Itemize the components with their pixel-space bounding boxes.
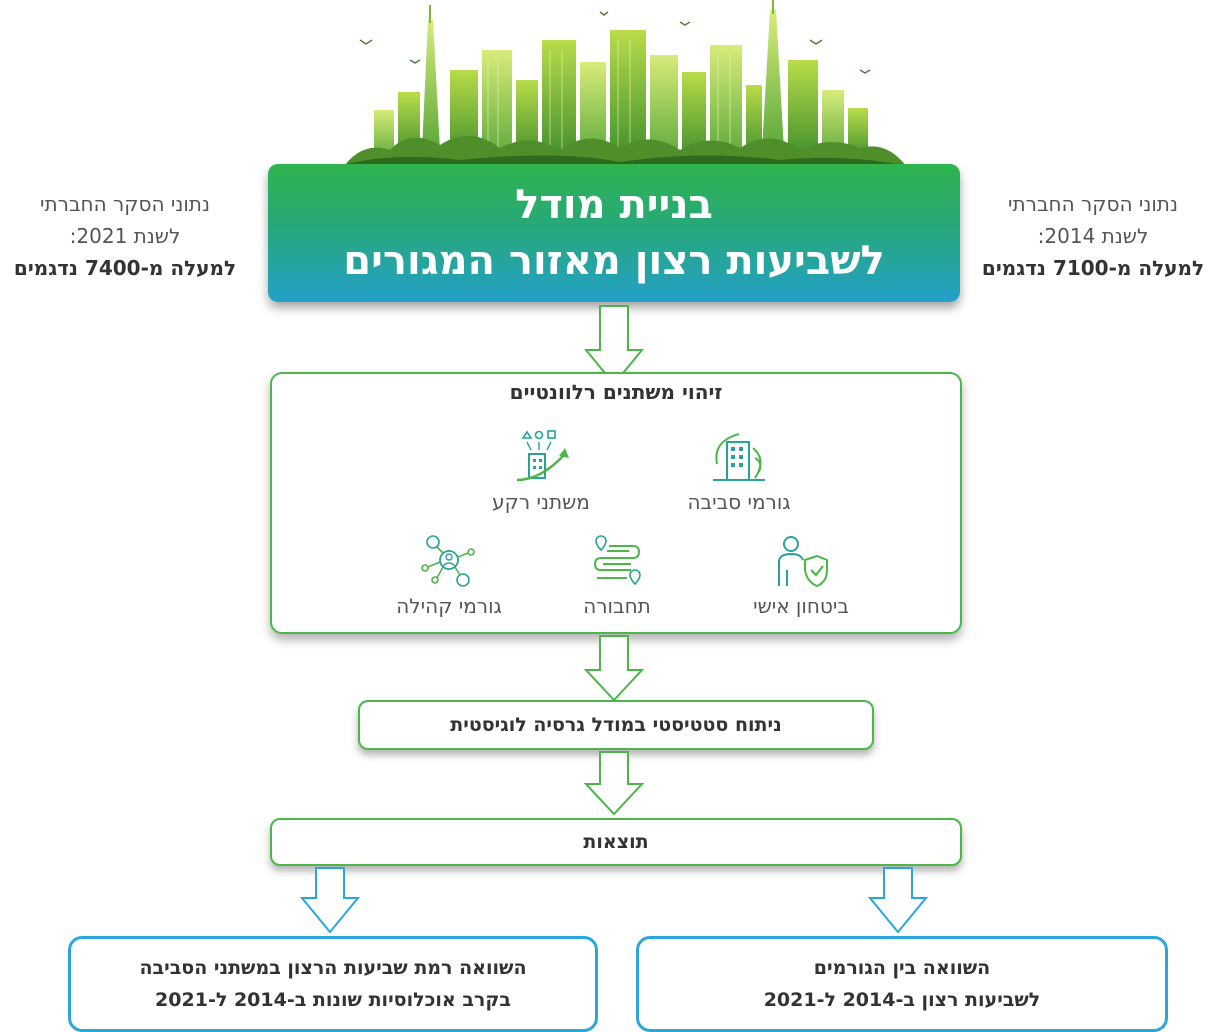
- variable-community: גורמי קהילה: [364, 534, 534, 618]
- title-line2: לשביעות רצון מאזור המגורים: [343, 238, 885, 284]
- outcome-right-line1: השוואה בין הגורמים: [813, 957, 991, 979]
- personal-security-icon: [778, 536, 828, 588]
- variable-transport-label: תחבורה: [583, 594, 651, 618]
- arrow-down-icon: [868, 867, 928, 934]
- survey-note-2021-line2: לשנת 2021:: [69, 224, 181, 248]
- survey-note-2021-line3: למעלה מ-7400 נדגמים: [13, 256, 237, 280]
- variable-security: ביטחון אישי: [716, 534, 886, 618]
- variables-box: זיהוי משתנים רלוונטיים גורמי סביבה: [270, 372, 962, 634]
- variables-title: זיהוי משתנים רלוונטיים: [509, 380, 723, 404]
- survey-note-2021-line1: נתוני הסקר החברתי: [40, 192, 210, 216]
- arrow-down-icon: [584, 751, 644, 816]
- outcome-left-line2: בקרב אוכלוסיות שונות ב-2014 ל-2021: [155, 989, 511, 1011]
- outcome-factors-comparison: השוואה בין הגורמים לשביעות רצון ב-2014 ל…: [636, 936, 1168, 1032]
- title-line1: בניית מודל: [515, 182, 713, 228]
- arrow-down-icon: [584, 305, 644, 386]
- variable-environment: גורמי סביבה: [654, 430, 824, 514]
- variable-background: משתני רקע: [456, 430, 626, 514]
- variable-security-label: ביטחון אישי: [753, 594, 849, 618]
- outcome-right-line2: לשביעות רצון ב-2014 ל-2021: [763, 989, 1041, 1011]
- outcome-left-line1: השוואה רמת שביעות הרצון במשתני הסביבה: [139, 957, 527, 979]
- survey-note-2014-line1: נתוני הסקר החברתי: [1008, 192, 1178, 216]
- title-banner: בניית מודל לשביעות רצון מאזור המגורים: [268, 164, 960, 302]
- survey-note-2014-line3: למעלה מ-7100 נדגמים: [981, 256, 1205, 280]
- transport-route-icon: [593, 535, 641, 586]
- arrow-down-icon: [300, 867, 360, 934]
- outcome-environment-comparison: השוואה רמת שביעות הרצון במשתני הסביבה בק…: [68, 936, 598, 1032]
- variable-community-label: גורמי קהילה: [396, 594, 502, 618]
- arrow-down-icon: [584, 635, 644, 702]
- community-network-icon: [421, 535, 475, 587]
- survey-note-2014-line2: לשנת 2014:: [1037, 224, 1149, 248]
- variable-background-label: משתני רקע: [492, 490, 590, 514]
- survey-note-2021: נתוני הסקר החברתי לשנת 2021: למעלה מ-740…: [0, 188, 250, 284]
- background-growth-icon: [516, 430, 569, 482]
- variable-environment-label: גורמי סביבה: [687, 490, 791, 514]
- results-box: תוצאות: [270, 818, 962, 866]
- environment-building-icon: [713, 433, 765, 481]
- variable-transport: תחבורה: [532, 534, 702, 618]
- survey-note-2014: נתוני הסקר החברתי לשנת 2014: למעלה מ-710…: [968, 188, 1218, 284]
- city-skyline-illustration: [320, 0, 930, 172]
- analysis-box: ניתוח סטטיסטי במודל גרסיה לוגיסטית: [358, 700, 874, 750]
